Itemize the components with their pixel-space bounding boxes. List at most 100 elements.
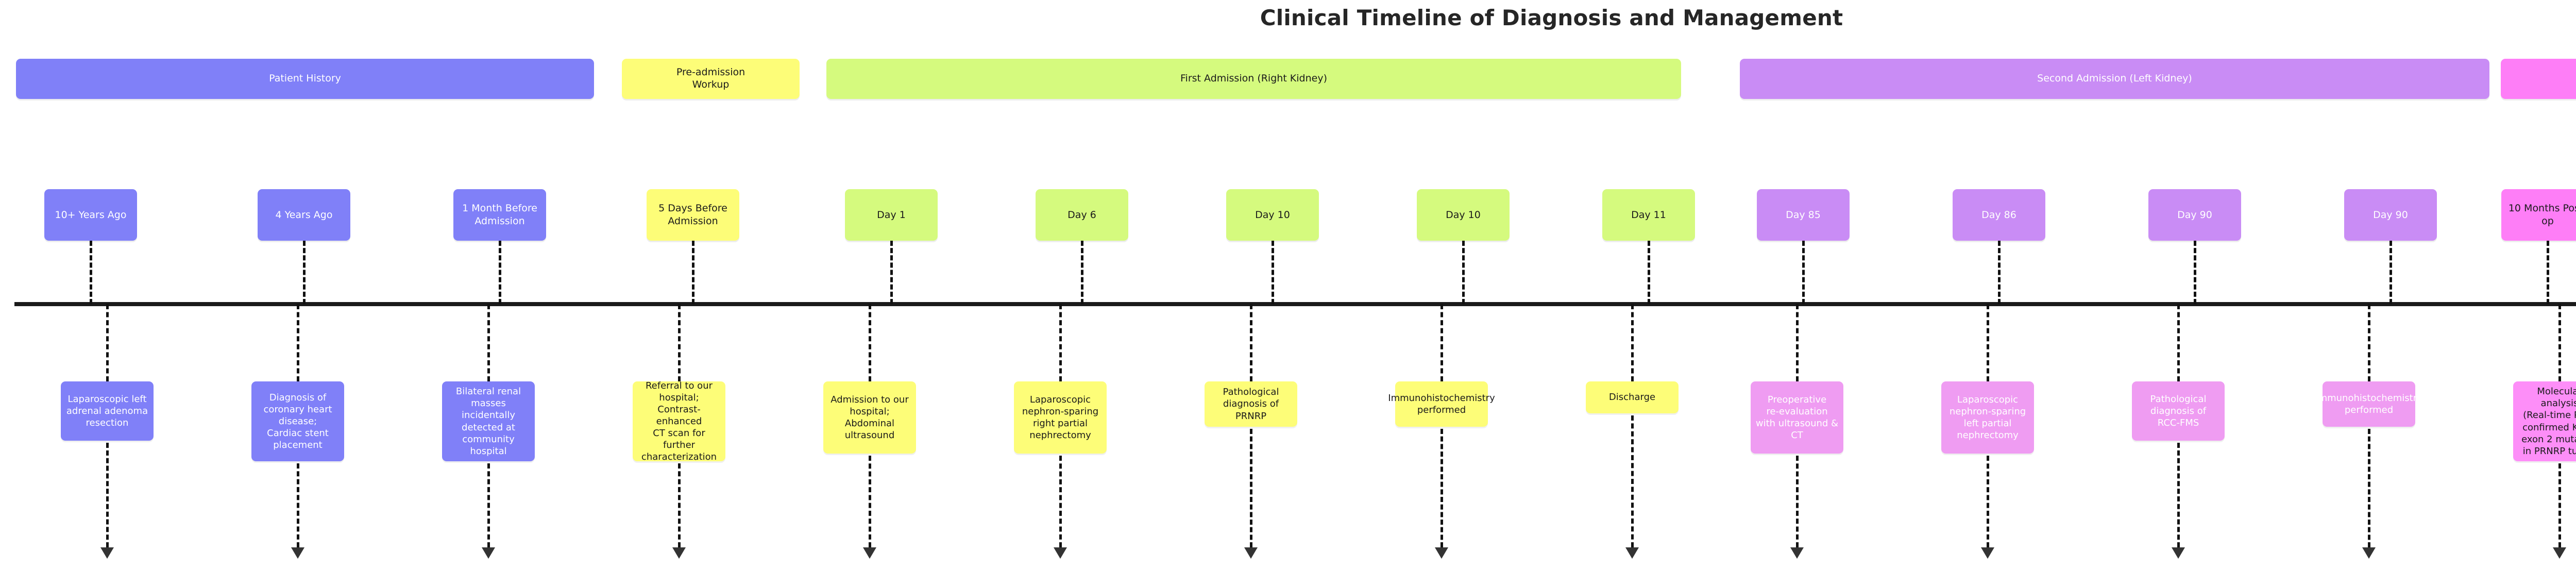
date-label-day-90[interactable]: Day 90 (2344, 189, 2437, 241)
date-label-text: Day 6 (1067, 209, 1096, 221)
connector-axis-to-event (678, 304, 681, 381)
event-card-molecular-analysis-real-time-pcr-confirmed-k[interactable]: Molecular analysis(Real-time PCR)confirm… (2513, 381, 2576, 461)
date-label-day-90[interactable]: Day 90 (2148, 189, 2241, 241)
connector-date-to-axis (2547, 241, 2549, 304)
connector-axis-to-event (2558, 304, 2561, 381)
date-label-day-11[interactable]: Day 11 (1602, 189, 1695, 241)
connector-tip-arrow (672, 547, 686, 559)
connector-date-to-axis (1462, 241, 1465, 304)
date-label-4-years-ago[interactable]: 4 Years Ago (258, 189, 350, 241)
connector-date-to-axis (90, 241, 92, 304)
connector-axis-to-event (2368, 304, 2370, 381)
connector-date-to-axis (499, 241, 501, 304)
phase-bar-second-admission-left-kidney[interactable]: Second Admission (Left Kidney) (1740, 59, 2489, 99)
event-card-label: Molecular analysis(Real-time PCR)confirm… (2521, 386, 2576, 457)
connector-date-to-axis (303, 241, 306, 304)
connector-axis-to-event (1796, 304, 1799, 381)
connector-tip-arrow (1244, 547, 1258, 559)
connector-date-to-axis (1802, 241, 1805, 304)
event-card-discharge[interactable]: Discharge (1586, 381, 1679, 413)
date-label-10-years-ago[interactable]: 10+ Years Ago (44, 189, 137, 241)
phase-bar-label: Patient History (269, 73, 341, 85)
page-title: Clinical Timeline of Diagnosis and Manag… (1260, 5, 1843, 30)
connector-axis-to-event (1059, 304, 1062, 381)
connector-axis-to-event (869, 304, 871, 381)
date-label-text: Day 90 (2177, 209, 2212, 221)
connector-event-tail (297, 463, 299, 547)
date-label-day-85[interactable]: Day 85 (1757, 189, 1850, 241)
connector-tip-arrow (1981, 547, 1994, 559)
connector-event-tail (1987, 456, 1989, 547)
date-label-text: 10+ Years Ago (55, 209, 127, 221)
connector-tip-arrow (1054, 547, 1067, 559)
connector-tip-arrow (482, 547, 495, 559)
connector-event-tail (2368, 429, 2370, 547)
connector-event-tail (1059, 456, 1062, 547)
connector-axis-to-event (1987, 304, 1989, 381)
connector-tip-arrow (100, 547, 114, 559)
connector-axis-to-event (297, 304, 299, 381)
connector-tip-arrow (2362, 547, 2376, 559)
date-label-10-months-post-op[interactable]: 10 Months Post-op (2501, 189, 2576, 241)
connector-tip-arrow (2172, 547, 2185, 559)
date-label-day-86[interactable]: Day 86 (1953, 189, 2045, 241)
connector-event-tail (869, 456, 871, 547)
date-label-text: 4 Years Ago (275, 209, 333, 221)
connector-tip-arrow (863, 547, 876, 559)
timeline-axis-line (14, 302, 2576, 306)
date-label-day-1[interactable]: Day 1 (845, 189, 938, 241)
connector-event-tail (1250, 429, 1252, 547)
connector-date-to-axis (2389, 241, 2392, 304)
connector-date-to-axis (1081, 241, 1083, 304)
phase-bar-patient-history[interactable]: Patient History (16, 59, 594, 99)
phase-bar-label: First Admission (Right Kidney) (1180, 73, 1327, 85)
connector-event-tail (678, 463, 681, 547)
connector-date-to-axis (1648, 241, 1650, 304)
connector-event-tail (487, 463, 490, 547)
phase-bar-label: Second Admission (Left Kidney) (2037, 73, 2192, 85)
date-label-text: Day 1 (877, 209, 906, 221)
connector-event-tail (2558, 463, 2561, 547)
phase-bar-postoperative-course[interactable]: Postoperative Course (2501, 59, 2576, 99)
date-label-day-10[interactable]: Day 10 (1226, 189, 1319, 241)
connector-tip-arrow (291, 547, 304, 559)
phase-bar-first-admission-right-kidney[interactable]: First Admission (Right Kidney) (826, 59, 1681, 99)
connector-axis-to-event (106, 304, 109, 381)
connector-tip-arrow (1625, 547, 1639, 559)
connector-event-tail (106, 443, 109, 547)
connector-event-tail (1440, 429, 1443, 547)
date-label-day-10[interactable]: Day 10 (1417, 189, 1510, 241)
date-label-day-6[interactable]: Day 6 (1036, 189, 1128, 241)
connector-date-to-axis (1998, 241, 2001, 304)
connector-axis-to-event (487, 304, 490, 381)
